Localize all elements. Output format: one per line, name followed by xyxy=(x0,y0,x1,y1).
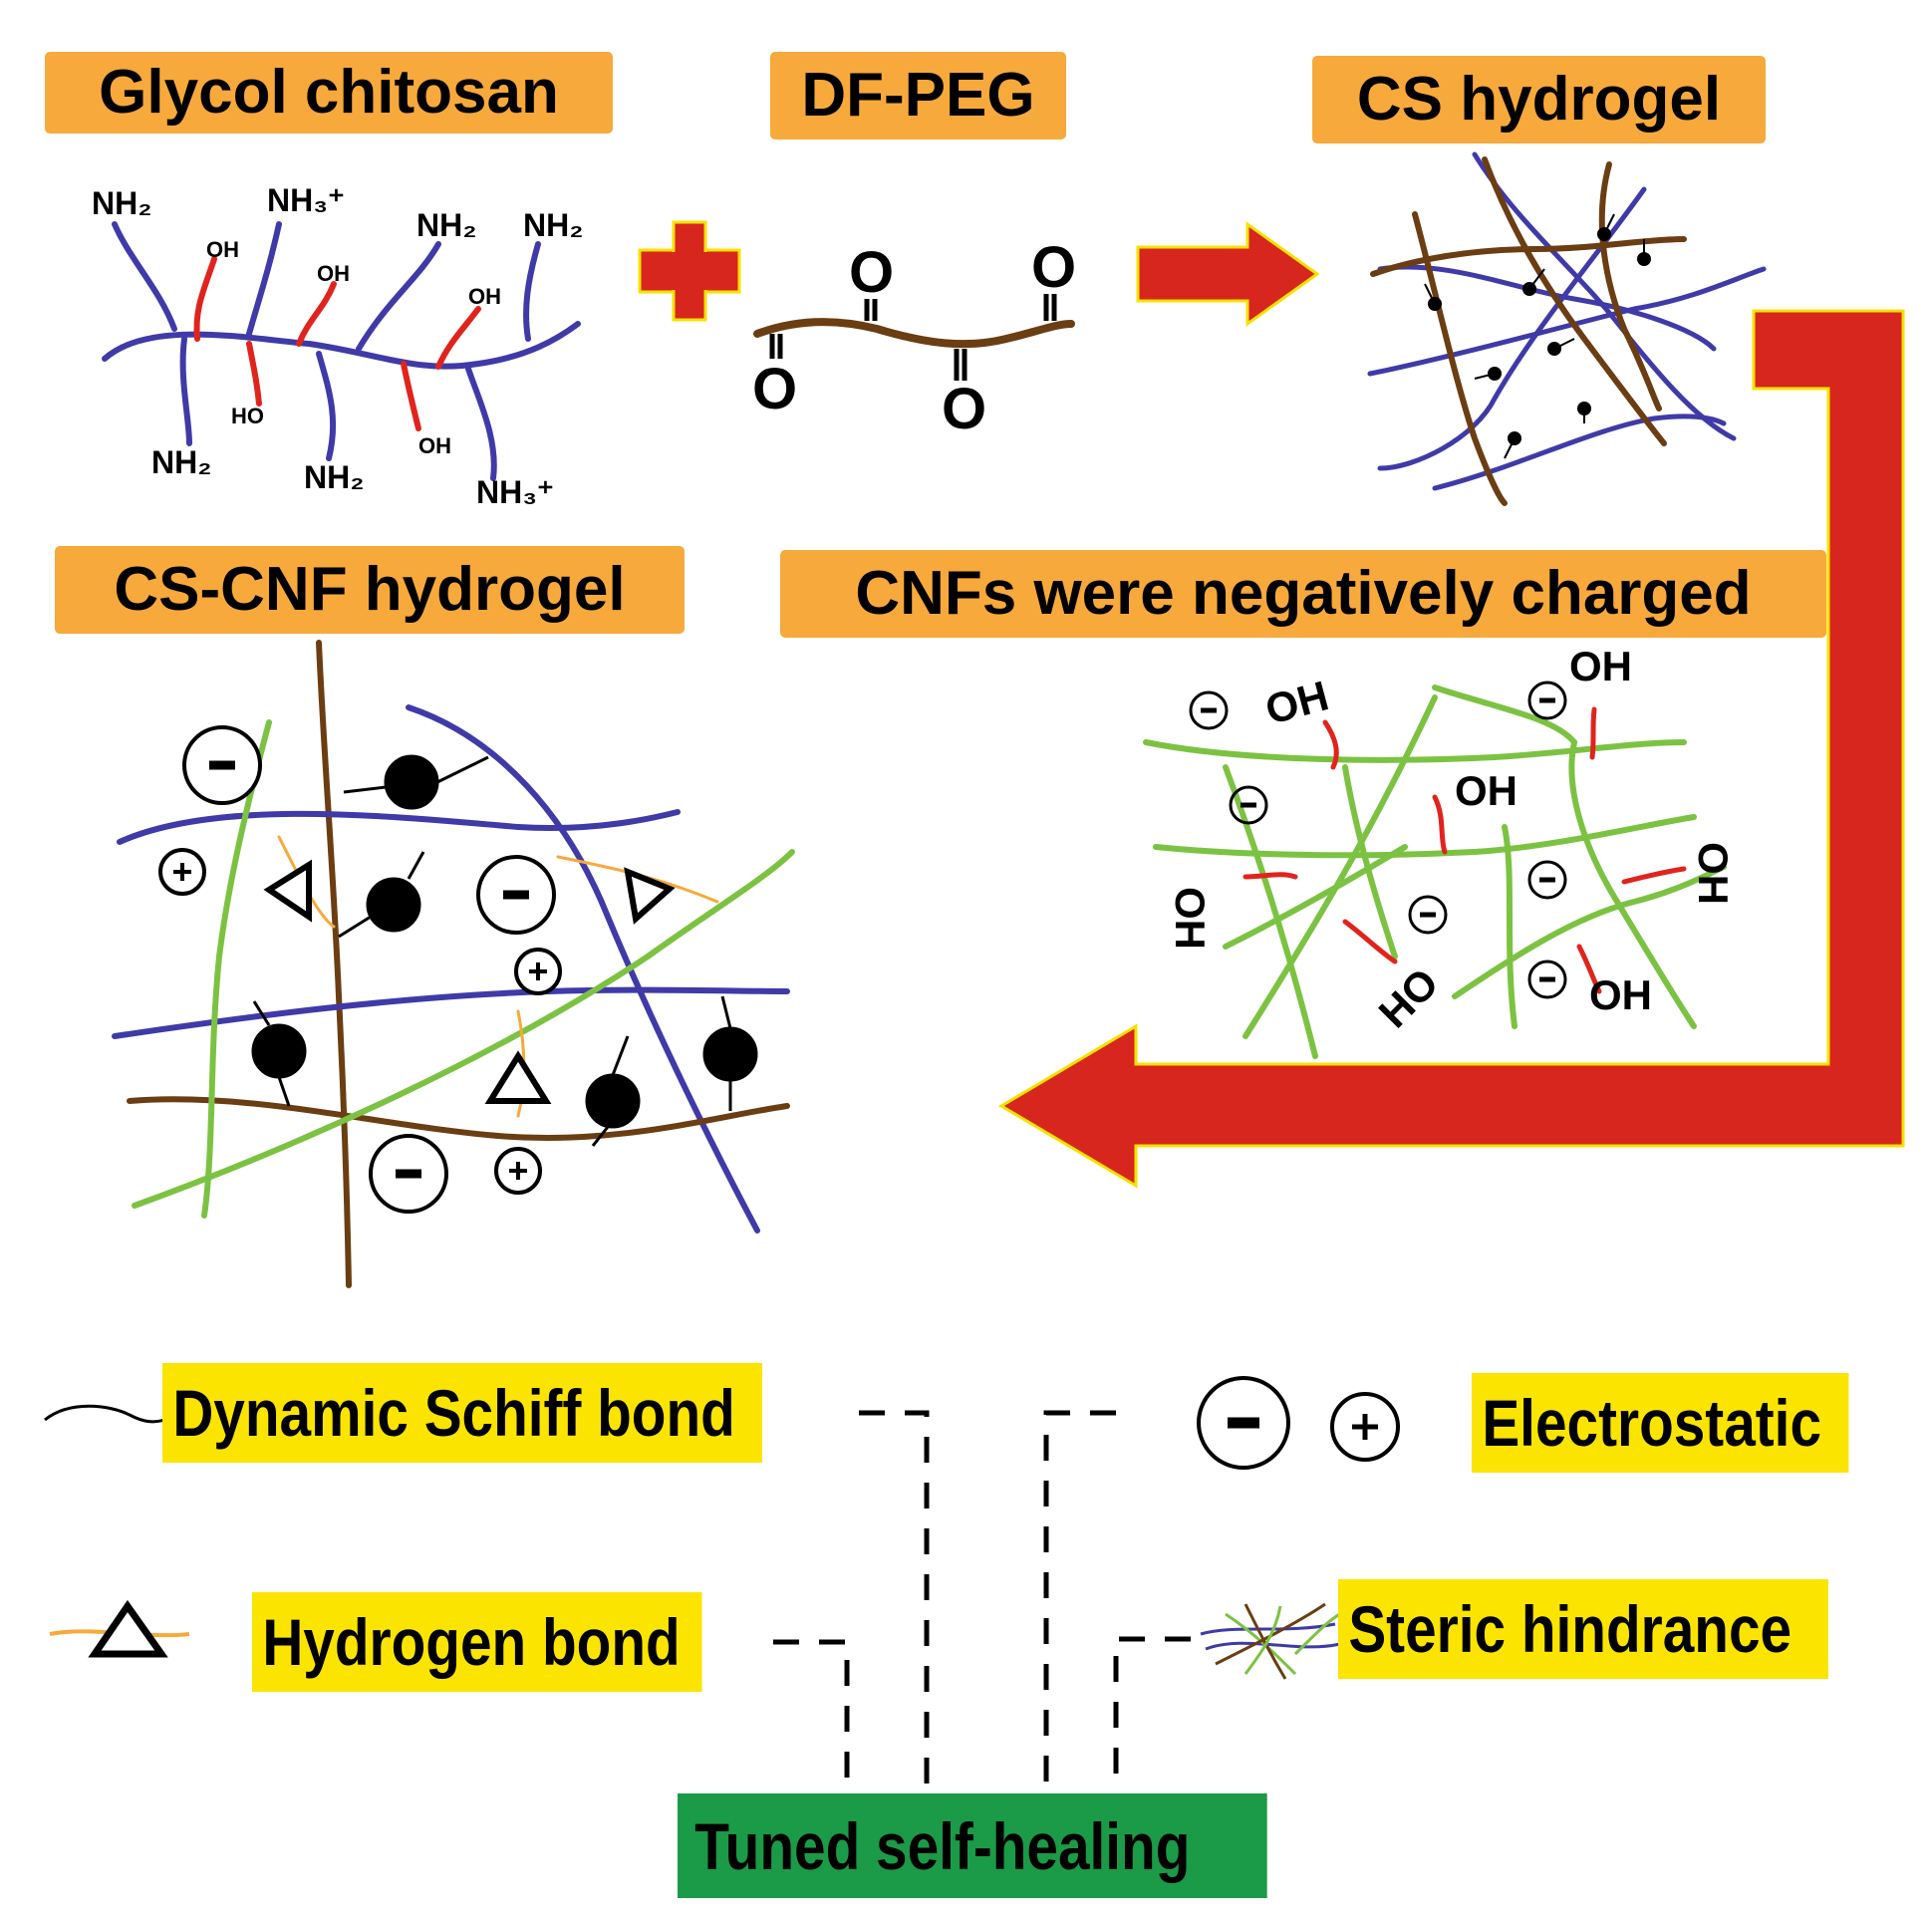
chem-labels: NH₂ NH₃⁺ NH₂ NH₂ NH₂ NH₂ NH₃⁺ OH OH OH H… xyxy=(92,182,1737,1036)
cnfs-charged-title: CNFs were negatively charged xyxy=(780,550,1826,638)
label-o: O xyxy=(1031,235,1076,300)
label-oh: OH xyxy=(1455,767,1518,814)
cnf-hydroxyl-groups xyxy=(1242,706,1687,994)
df-peg-molecule xyxy=(753,294,1075,381)
label-oh: OH xyxy=(317,261,350,286)
label-ho: HO xyxy=(231,404,264,428)
hydrogen-bond-label: Hydrogen bond xyxy=(252,1592,702,1692)
schiff-bond-legend-icon xyxy=(44,1404,165,1424)
label-nh3: NH₃⁺ xyxy=(267,182,345,218)
label-nh2: NH₂ xyxy=(416,207,476,243)
glycol-chitosan-title: Glycol chitosan xyxy=(45,52,613,134)
right-arrow-icon xyxy=(1136,221,1320,327)
hydrogen-bond-legend-icon xyxy=(49,1599,190,1658)
schiff-bond-label: Dynamic Schiff bond xyxy=(162,1363,762,1463)
cs-cnf-hydrogel-title: CS-CNF hydrogel xyxy=(55,546,685,634)
label-nh2: NH₂ xyxy=(523,207,583,243)
label-o: O xyxy=(752,357,797,421)
electrostatic-label: Electrostatic xyxy=(1472,1373,1849,1473)
tuned-self-healing-label: Tuned self-healing xyxy=(678,1793,1267,1898)
steric-hindrance-label: Steric hindrance xyxy=(1338,1579,1828,1679)
dashed-connectors xyxy=(773,1410,1191,1793)
cnf-negative-charges xyxy=(1189,681,1567,999)
steric-hindrance-legend-icon xyxy=(1200,1602,1341,1680)
label-ho: HO xyxy=(1370,960,1448,1037)
label-oh: OH xyxy=(1589,971,1652,1018)
label-nh2: NH₂ xyxy=(151,444,211,480)
label-oh: OH xyxy=(1260,672,1333,733)
label-oh: OH xyxy=(418,433,451,458)
cs-cnf-hydrogen-triangles xyxy=(263,859,676,1104)
cs-hydrogel-title: CS hydrogel xyxy=(1312,56,1766,143)
cs-hydrogel-crosslinks xyxy=(1424,213,1651,459)
label-o: O xyxy=(849,240,894,305)
cs-hydrogel-network xyxy=(1367,151,1767,506)
label-oh: OH xyxy=(1569,643,1632,689)
return-arrow-icon xyxy=(998,309,1905,1189)
label-nh2: NH₂ xyxy=(92,185,151,221)
plus-sign-icon xyxy=(638,220,741,322)
label-oh: OH xyxy=(1690,842,1737,905)
cnf-network xyxy=(1143,685,1727,1059)
label-oh: OH xyxy=(206,237,239,262)
glycol-chitosan-molecule xyxy=(102,221,581,481)
label-o: O xyxy=(942,377,986,441)
df-peg-title: DF-PEG xyxy=(770,52,1066,139)
label-oh: OH xyxy=(1167,887,1214,950)
label-nh2: NH₂ xyxy=(304,459,364,495)
label-oh: OH xyxy=(468,284,501,309)
cs-cnf-schiff-bonds xyxy=(251,754,758,1147)
label-nh3: NH₃⁺ xyxy=(476,474,554,510)
cs-cnf-charges xyxy=(158,725,562,1214)
electrostatic-legend-icon xyxy=(1197,1376,1400,1470)
